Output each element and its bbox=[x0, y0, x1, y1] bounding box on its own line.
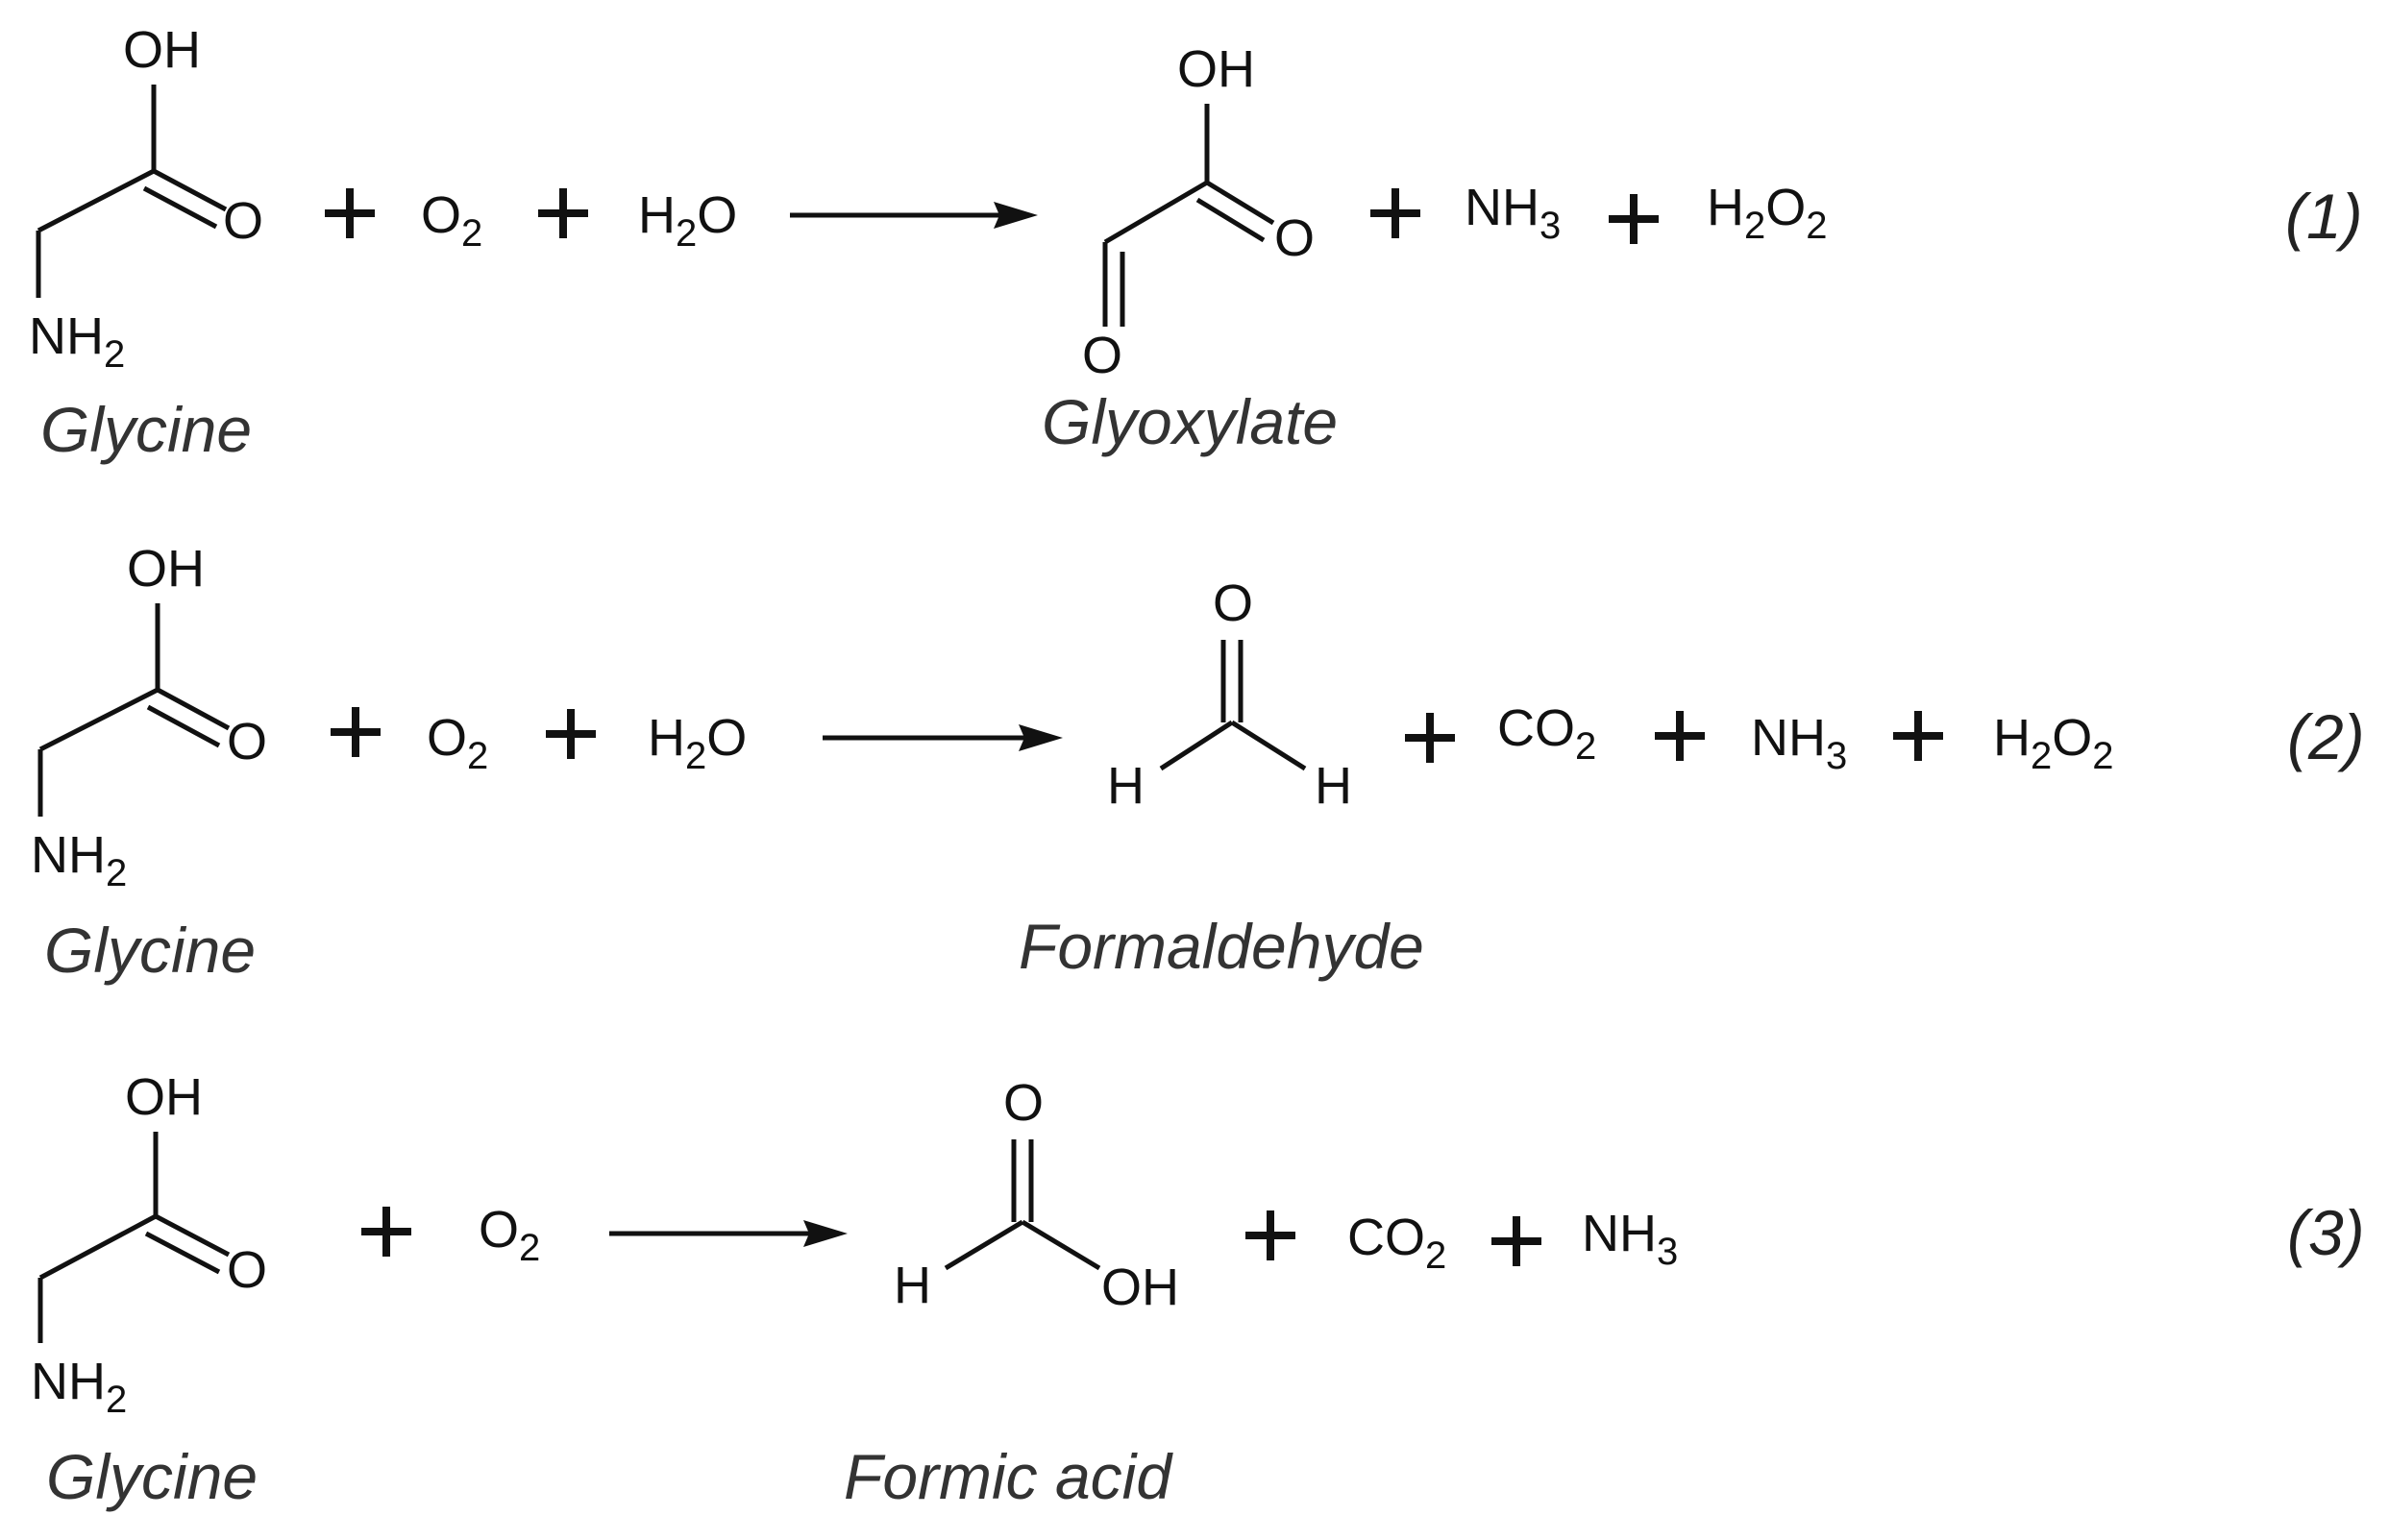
hydrogen-peroxide-formula: H2O2 bbox=[1993, 709, 2114, 777]
equation-number: (1) bbox=[2285, 181, 2363, 252]
glycine-structure-1: OH O NH2 bbox=[29, 21, 263, 376]
formic-acid-structure: O H OH bbox=[894, 1074, 1179, 1316]
plus-sign bbox=[1893, 711, 1943, 761]
plus-sign bbox=[1405, 713, 1455, 763]
product-name: Formic acid bbox=[844, 1441, 1173, 1512]
plus-sign bbox=[538, 188, 588, 238]
hydroxyl-label: OH bbox=[1177, 40, 1255, 98]
hydroxyl-label: OH bbox=[125, 1068, 203, 1126]
carbonyl-oxygen-label: O bbox=[227, 713, 267, 770]
plus-sign bbox=[1609, 194, 1659, 244]
amine-label: NH2 bbox=[31, 1353, 127, 1421]
hydroxyl-label: OH bbox=[123, 21, 201, 79]
carbonyl-oxygen-label: O bbox=[1003, 1074, 1044, 1132]
reaction-2: OH O NH2 Glycine O2 H2O O H H Form bbox=[31, 540, 2365, 986]
product-name: Glyoxylate bbox=[1042, 386, 1338, 457]
ammonia-formula: NH3 bbox=[1465, 179, 1561, 247]
plus-sign bbox=[1491, 1216, 1541, 1266]
plus-sign bbox=[361, 1207, 411, 1257]
hydroxyl-label: OH bbox=[1101, 1259, 1179, 1316]
glycine-structure-2: OH O NH2 bbox=[31, 540, 267, 894]
plus-sign bbox=[1245, 1210, 1295, 1260]
plus-sign bbox=[1655, 711, 1705, 761]
oxygen-formula: O2 bbox=[479, 1201, 540, 1269]
carbon-dioxide-formula: CO2 bbox=[1347, 1209, 1446, 1277]
amine-label: NH2 bbox=[29, 307, 125, 376]
carbonyl-oxygen-label: O bbox=[227, 1241, 267, 1299]
aldehyde-oxygen-label: O bbox=[1082, 327, 1122, 384]
carbon-dioxide-formula: CO2 bbox=[1497, 699, 1596, 768]
hydrogen-label: H bbox=[894, 1257, 931, 1314]
glycine-structure-3: OH O NH2 bbox=[31, 1068, 267, 1421]
carbonyl-oxygen-label: O bbox=[1213, 574, 1253, 632]
water-formula: H2O bbox=[638, 186, 737, 255]
carbonyl-oxygen-label: O bbox=[1274, 209, 1315, 267]
ammonia-formula: NH3 bbox=[1751, 709, 1847, 777]
oxygen-formula: O2 bbox=[421, 186, 482, 255]
reaction-arrow bbox=[790, 202, 1038, 229]
plus-sign bbox=[325, 188, 375, 238]
reactant-name: Glycine bbox=[44, 915, 256, 986]
oxygen-formula: O2 bbox=[427, 709, 488, 777]
glyoxylate-structure: OH O O bbox=[1082, 40, 1315, 384]
product-name: Formaldehyde bbox=[1019, 911, 1424, 982]
amine-label: NH2 bbox=[31, 826, 127, 894]
water-formula: H2O bbox=[648, 709, 747, 777]
plus-sign bbox=[546, 709, 596, 759]
reactant-name: Glycine bbox=[46, 1441, 258, 1512]
formaldehyde-structure: O H H bbox=[1107, 574, 1352, 815]
equation-number: (2) bbox=[2287, 701, 2365, 772]
reaction-arrow bbox=[823, 724, 1063, 751]
carbonyl-oxygen-label: O bbox=[223, 192, 263, 250]
hydrogen-label: H bbox=[1315, 757, 1352, 815]
hydrogen-peroxide-formula: H2O2 bbox=[1707, 179, 1828, 247]
reaction-1: OH O NH2 Glycine O2 H2O OH O bbox=[29, 21, 2363, 465]
plus-sign bbox=[1370, 188, 1420, 238]
reactant-name: Glycine bbox=[40, 394, 252, 465]
reaction-3: OH O NH2 Glycine O2 O H OH Formic acid bbox=[31, 1068, 2365, 1512]
plus-sign bbox=[331, 707, 381, 757]
reaction-arrow bbox=[609, 1220, 848, 1247]
hydrogen-label: H bbox=[1107, 757, 1145, 815]
equation-number: (3) bbox=[2287, 1197, 2365, 1268]
hydroxyl-label: OH bbox=[127, 540, 205, 598]
ammonia-formula: NH3 bbox=[1582, 1205, 1678, 1273]
